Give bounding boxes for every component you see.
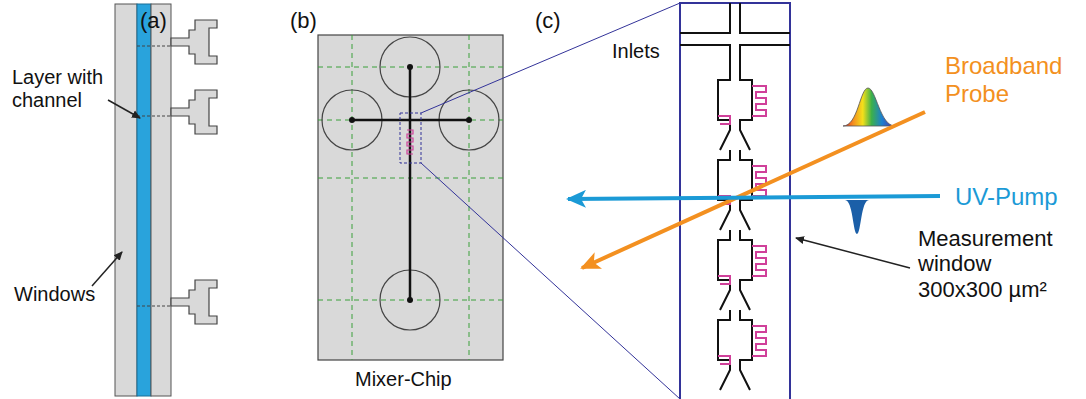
side-view: [92, 4, 217, 396]
mixer-chip: [318, 3, 680, 399]
beams: [568, 88, 940, 268]
callout-text: Measurement window 300x300 µm²: [918, 226, 1076, 302]
panel-letter: (a): [140, 8, 167, 33]
part-name: Layer with channel: [12, 66, 117, 112]
beam-name: Broadband Probe: [945, 52, 1062, 107]
beam-name: UV-Pump: [955, 183, 1058, 211]
part-name: Windows: [14, 283, 95, 306]
panel-letter: (c): [535, 8, 561, 33]
mixer-zoom: [680, 3, 790, 399]
part-name: Inlets: [612, 40, 660, 63]
panel-letter: (b): [290, 8, 317, 33]
part-name: Mixer-Chip: [355, 368, 452, 391]
